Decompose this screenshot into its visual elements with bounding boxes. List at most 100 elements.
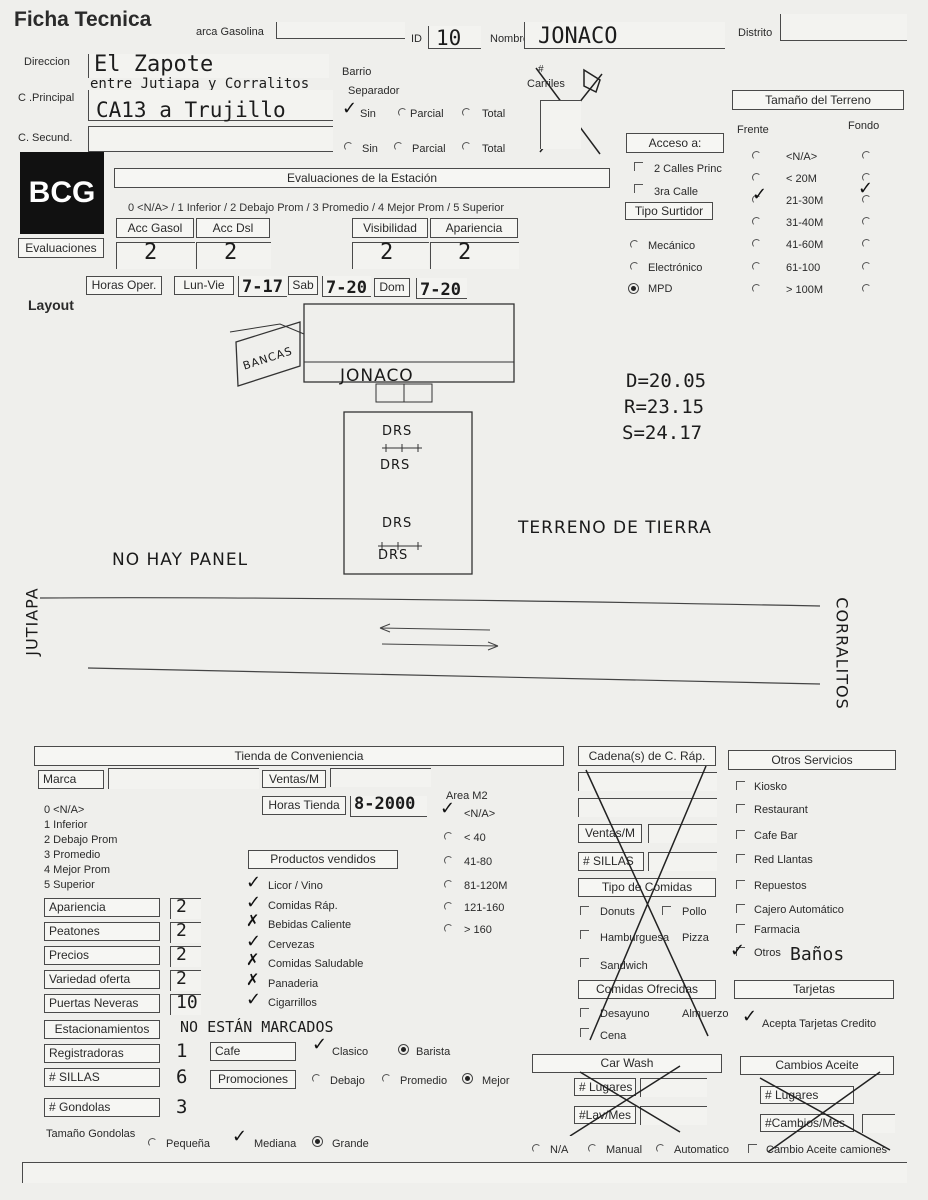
acepta-tarjetas[interactable]: Acepta Tarjetas Credito [762,1018,877,1030]
eval-col-field-0[interactable] [116,242,195,269]
producto-2[interactable]: Bebidas Caliente [268,919,352,931]
sep2-sin-radio[interactable] [344,142,353,151]
tipo-hamburguesa-check[interactable] [580,930,589,939]
acceso-2calles[interactable]: 2 Calles Princ [654,163,722,175]
terreno-frente-radio-4[interactable] [752,239,761,248]
surtidor-mpd-radio[interactable] [628,283,639,294]
sep-parcial[interactable]: Parcial [410,108,444,120]
eval-col-field-1[interactable] [196,242,271,269]
otros-item-2[interactable]: Cafe Bar [754,830,798,842]
rating-field-2[interactable] [170,946,201,967]
ofr-cena-check[interactable] [580,1028,589,1037]
otros-check-4[interactable] [736,880,745,889]
camiones-check[interactable] [748,1144,757,1153]
carwash-auto-radio[interactable] [656,1144,665,1153]
sab-field[interactable] [322,276,371,297]
acceso-3ra-check[interactable] [634,184,643,193]
acceso-3ra[interactable]: 3ra Calle [654,186,699,198]
promo-debajo[interactable]: Debajo [330,1075,365,1087]
sep-sin[interactable]: Sin [360,108,376,120]
tipo-hamburguesa[interactable]: Hamburguesa [600,932,670,944]
id-field[interactable] [428,26,481,49]
area-radio-4[interactable] [444,902,453,911]
terreno-fondo-radio-4[interactable] [862,239,871,248]
tipo-donuts-check[interactable] [580,906,589,915]
producto-0[interactable]: Licor / Vino [268,880,323,892]
aceite-cambios-field[interactable] [862,1114,895,1133]
carwash-lugares-field[interactable] [640,1078,707,1097]
terreno-frente-radio-2[interactable] [752,195,761,204]
terreno-fondo-radio-5[interactable] [862,262,871,271]
area-option-1[interactable]: < 40 [464,832,486,844]
nombre-field[interactable] [524,22,725,49]
area-option-2[interactable]: 41-80 [464,856,493,868]
area-radio-2[interactable] [444,856,453,865]
carwash-manual[interactable]: Manual [606,1144,643,1156]
otros-item-4[interactable]: Repuestos [754,880,807,892]
tipo-pizza[interactable]: Pizza [682,932,709,944]
sep-parcial-radio[interactable] [398,108,407,117]
cadena-sillas-field[interactable] [648,852,717,871]
aceite-camiones[interactable]: Cambio Aceite camiones [766,1144,888,1156]
direccion-field[interactable] [88,54,329,78]
csecund-field[interactable] [88,126,333,152]
terreno-fondo-radio-3[interactable] [862,217,871,226]
otros-item-1[interactable]: Restaurant [754,804,808,816]
surtidor-mecanico[interactable]: Mecánico [648,240,696,252]
otros-check-0[interactable] [736,781,745,790]
promo-mejor-radio[interactable] [462,1073,473,1084]
producto-5[interactable]: Panaderia [268,977,319,990]
producto-4[interactable]: Comidas Saludable [268,958,364,970]
dom-field[interactable] [416,278,467,299]
cadena-field-1[interactable] [578,772,717,791]
producto-6[interactable]: Cigarrillos [268,997,317,1009]
evaluaciones-button[interactable]: Evaluaciones [18,238,104,258]
cprincipal-field[interactable] [88,90,333,121]
area-radio-1[interactable] [444,832,453,841]
surtidor-mecanico-radio[interactable] [630,240,639,249]
promo-mejor[interactable]: Mejor [482,1075,510,1087]
surtidor-mpd[interactable]: MPD [648,283,673,295]
tamano-pequena-radio[interactable] [148,1138,157,1147]
eval-col-field-2[interactable] [352,242,429,269]
area-option-3[interactable]: 81-120M [464,880,508,892]
rating-field-3[interactable] [170,970,201,991]
otros-item-5[interactable]: Cajero Automático [754,904,844,916]
terreno-frente-radio-3[interactable] [752,217,761,226]
sep2-sin[interactable]: Sin [362,143,378,155]
tipo-donuts[interactable]: Donuts [600,906,635,918]
marca-button[interactable]: Marca [38,770,104,789]
surtidor-electronico[interactable]: Electrónico [648,262,703,274]
tamano-grande-radio[interactable] [312,1136,323,1147]
terreno-fondo-radio-2[interactable] [862,195,871,204]
tamano-grande[interactable]: Grande [332,1138,369,1150]
otros-item-3[interactable]: Red Llantas [754,854,813,866]
ventas-tienda-field[interactable] [330,768,431,787]
tipo-pollo[interactable]: Pollo [682,906,707,918]
producto-1[interactable]: Comidas Ráp. [268,899,338,912]
tipo-pollo-check[interactable] [662,906,671,915]
carwash-manual-radio[interactable] [588,1144,597,1153]
sep2-total-radio[interactable] [462,142,471,151]
terreno-fondo-radio-6[interactable] [862,284,871,293]
otros-check-2[interactable] [736,830,745,839]
otros-check-7[interactable] [736,947,745,956]
tipo-sandwich[interactable]: Sandwich [600,960,648,972]
cadena-field-2[interactable] [578,798,717,817]
distrito-field[interactable] [780,14,907,41]
carwash-auto[interactable]: Automatico [674,1144,730,1156]
otros-check-5[interactable] [736,904,745,913]
otros-item-7[interactable]: Otros [754,947,781,959]
lunvie-field[interactable] [238,276,287,297]
rating-field-1[interactable] [170,922,201,943]
terreno-frente-radio-5[interactable] [752,262,761,271]
producto-3[interactable]: Cervezas [268,938,315,951]
area-option-4[interactable]: 121-160 [464,902,505,914]
rating-field-0[interactable] [170,898,201,919]
cafe-barista[interactable]: Barista [416,1046,451,1058]
tamano-pequena[interactable]: Pequeña [166,1138,211,1150]
rating-field-4[interactable] [170,994,201,1015]
otros-check-6[interactable] [736,924,745,933]
footer-field[interactable] [22,1162,907,1183]
area-radio-5[interactable] [444,924,453,933]
